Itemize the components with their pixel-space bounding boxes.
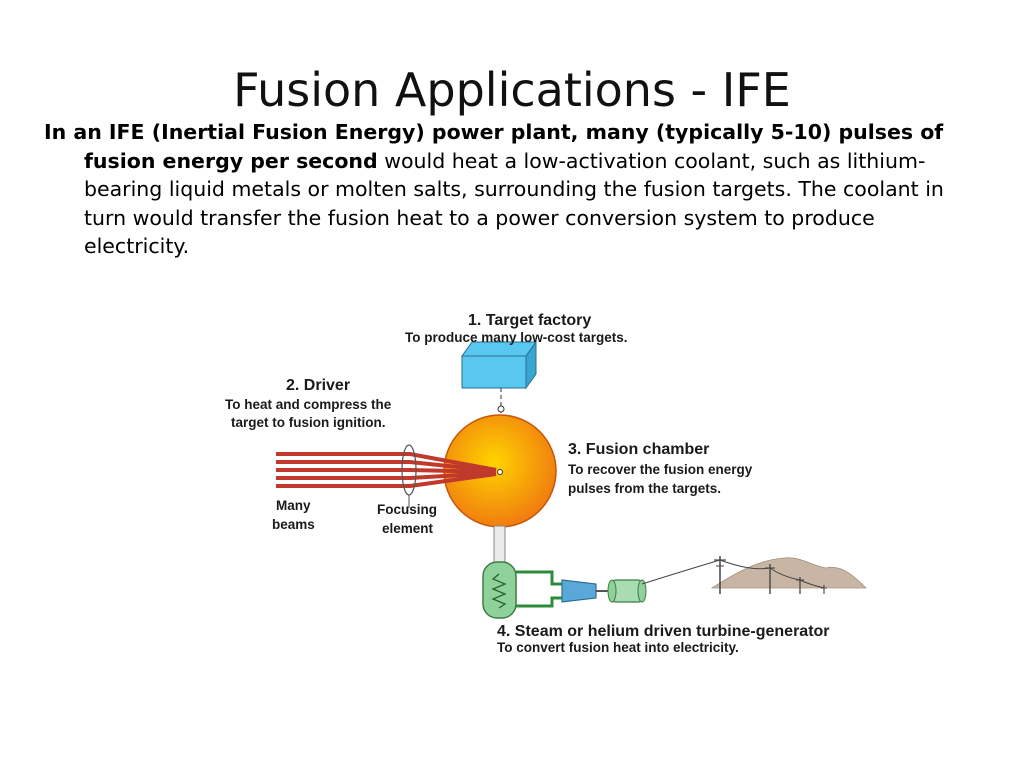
turbine-icon [561, 579, 597, 603]
exchanger-coil-icon [491, 573, 507, 609]
focusing-label-line2: element [382, 521, 434, 536]
driver-beams [276, 452, 497, 488]
hills-icon [710, 557, 867, 589]
driver-title: 2. Driver [286, 377, 350, 394]
slide-title: Fusion Applications - IFE [233, 63, 791, 117]
beams-label-line2: beams [272, 517, 315, 532]
fusion-chamber-desc-line2: pulses from the targets. [568, 481, 721, 496]
target-factory-block [461, 340, 537, 390]
beams-label-line1: Many [276, 498, 311, 513]
target-center-icon [497, 469, 503, 475]
driver-desc-line2: target to fusion ignition. [231, 415, 385, 430]
power-line-icon [641, 556, 827, 594]
body-bold-text: In an IFE (Inertial Fusion Energy) power… [44, 120, 944, 173]
generator-icon [607, 579, 647, 603]
fusion-chamber-desc-line1: To recover the fusion energy [568, 462, 753, 477]
body-regular-text: would heat a low-activation coolant, suc… [84, 148, 944, 259]
target-factory-title: 1. Target factory [468, 312, 591, 329]
heat-exchanger [482, 561, 517, 619]
turbine-desc: To convert fusion heat into electricity. [497, 640, 739, 655]
focusing-label-line1: Focusing [377, 502, 437, 517]
target-factory-desc: To produce many low-cost targets. [405, 330, 628, 345]
steam-loop [516, 570, 562, 608]
body-paragraph: In an IFE (Inertial Fusion Energy) power… [44, 118, 984, 261]
target-pellet-icon [497, 405, 505, 413]
driver-desc-line1: To heat and compress the [225, 397, 392, 412]
fusion-chamber-title: 3. Fusion chamber [568, 441, 709, 458]
turbine-title: 4. Steam or helium driven turbine-genera… [497, 623, 830, 640]
coolant-pipe [493, 525, 506, 565]
